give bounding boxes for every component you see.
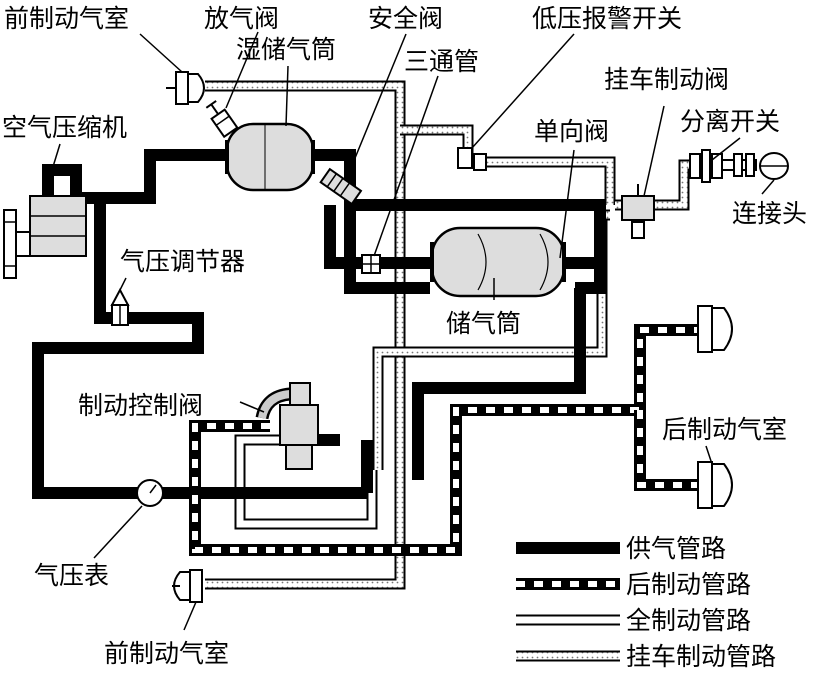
air-tank [430,226,566,298]
brake-control-valve [255,382,319,470]
legend-label-rear: 后制动管路 [626,570,751,599]
legend: 供气管路 后制动管路 全制动管路 挂车制动管路 [516,534,776,671]
label-rear-chamber: 后制动气室 [662,415,787,444]
label-pressure-regulator: 气压调节器 [120,247,245,276]
label-connector: 连接头 [732,199,807,228]
front-brake-chamber-top [166,71,205,105]
connector-head [759,152,789,180]
label-separation-switch: 分离开关 [680,107,780,136]
air-compressor [3,195,87,279]
label-front-chamber-bottom: 前制动气室 [104,639,229,668]
rear-brake-chamber-upper [697,305,733,353]
separation-switch [689,149,757,183]
wet-air-tank [225,122,315,192]
label-wet-tank: 湿储气筒 [236,35,336,64]
label-low-pressure-switch: 低压报警开关 [532,4,682,33]
label-brake-control-valve: 制动控制阀 [78,391,203,420]
safety-valve [319,167,363,206]
label-trailer-brake-valve: 挂车制动阀 [604,65,729,94]
rear-brake-lines [189,324,698,556]
trailer-brake-valve [621,184,655,239]
legend-label-supply: 供气管路 [626,534,726,563]
pressure-gauge [136,479,164,507]
label-safety-valve: 安全阀 [368,4,443,33]
legend-label-trailer: 挂车制动管路 [626,642,776,671]
legend-item-supply: 供气管路 [516,534,726,563]
label-three-way: 三通管 [404,47,479,76]
three-way-pipe [361,254,381,274]
rear-brake-chamber-lower [697,461,733,509]
legend-label-full: 全制动管路 [626,606,751,635]
legend-item-trailer: 挂车制动管路 [516,642,776,671]
legend-item-rear: 后制动管路 [516,570,751,599]
label-bleed-valve: 放气阀 [204,4,279,33]
legend-item-full: 全制动管路 [516,606,751,635]
label-compressor: 空气压缩机 [2,113,127,142]
bleed-valve [205,100,239,139]
pressure-regulator [110,287,130,326]
label-air-tank: 储气筒 [446,309,521,338]
label-check-valve: 单向阀 [534,117,609,146]
label-front-chamber-top: 前制动气室 [4,4,129,33]
component-labels: 前制动气室 放气阀 湿储气筒 安全阀 三通管 低压报警开关 空气压缩机 单向阀 … [2,4,807,668]
full-brake-lines [234,434,378,530]
leader-lines [43,31,775,631]
label-pressure-gauge: 气压表 [34,561,109,590]
low-pressure-alarm-switch [457,147,487,171]
front-brake-chamber-bottom [172,569,203,603]
